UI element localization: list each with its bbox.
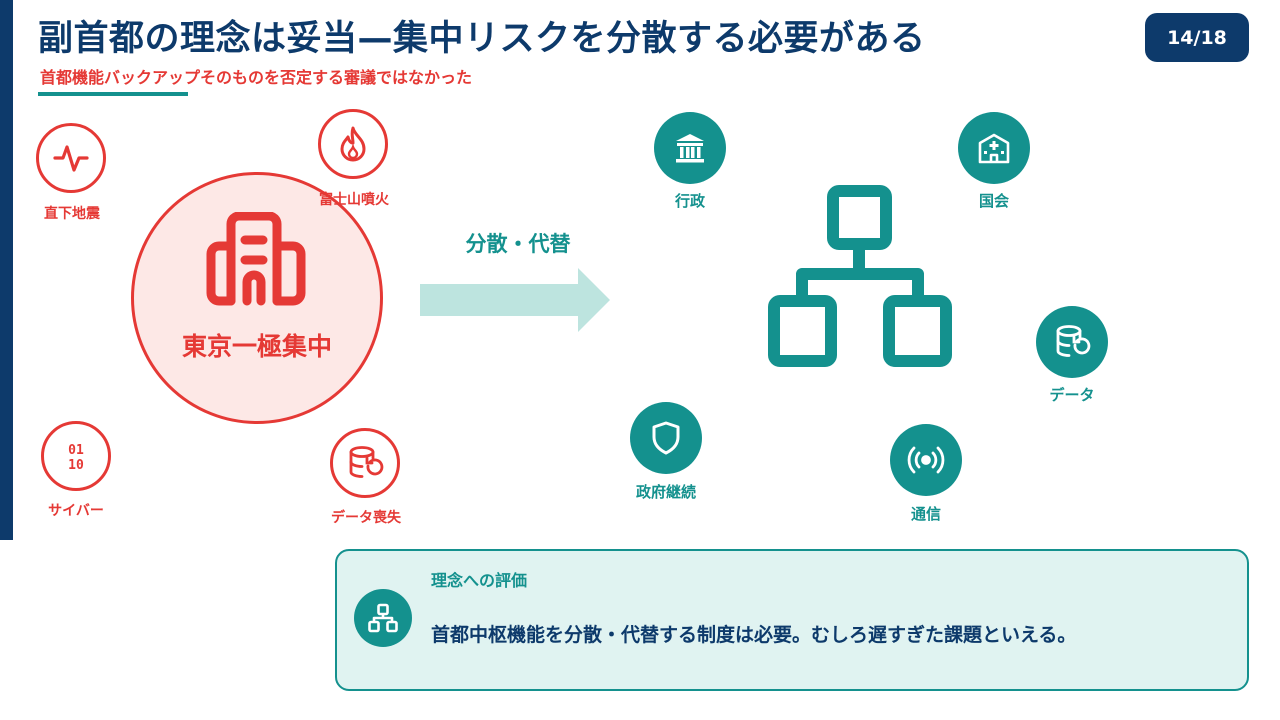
node-communication [890,424,962,496]
node-label-data: データ [1049,386,1095,404]
risk-label-data-loss: データ喪失 [331,510,401,526]
node-label-communication: 通信 [910,505,942,523]
evaluation-icon-circle [354,589,412,647]
svg-text:01: 01 [68,443,84,458]
node-label-diet: 国会 [978,192,1010,210]
left-accent-bar [0,0,13,540]
node-label-government-continuity: 政府継続 [635,483,697,501]
node-government-continuity [630,402,702,474]
right-arrow-icon [420,268,610,332]
node-administration [654,112,726,184]
evaluation-heading: 理念への評価 [431,571,528,590]
page-title: 副首都の理念は妥当—集中リスクを分散する必要がある [38,19,926,59]
evaluation-box [335,549,1249,691]
risk-label-earthquake: 直下地震 [44,206,100,222]
title-underline [38,92,188,96]
svg-text:10: 10 [68,458,84,473]
network-hierarchy-icon [368,603,398,633]
concentration-label: 東京一極集中 [181,332,333,361]
node-data [1036,306,1108,378]
hospital-building-icon [978,133,1010,164]
node-label-administration: 行政 [674,192,706,210]
binary-icon: 01 10 [68,443,84,473]
building-icon [206,212,306,306]
risk-label-cyber: サイバー [48,503,104,519]
database-restore-icon [349,446,384,478]
pulse-icon [53,145,89,172]
shield-icon [652,421,680,455]
fire-icon [340,126,366,162]
node-diet [958,112,1030,184]
risk-data-loss [330,428,400,498]
arrow-label: 分散・代替 [465,232,571,256]
database-restore-icon [1056,325,1091,357]
government-icon [676,134,704,163]
risk-cyber: 01 10 [41,421,111,491]
evaluation-text: 首都中枢機能を分散・代替する制度は必要。むしろ遅すぎた課題といえる。 [431,624,1077,646]
risk-volcano [318,109,388,179]
risk-earthquake [36,123,106,193]
risk-label-volcano: 富士山噴火 [319,192,389,208]
broadcast-icon [907,446,945,474]
network-hierarchy-icon [768,185,952,367]
page-subtitle: 首都機能バックアップそのものを否定する審議ではなかった [40,68,473,87]
page-number-badge: 14/18 [1145,13,1249,62]
